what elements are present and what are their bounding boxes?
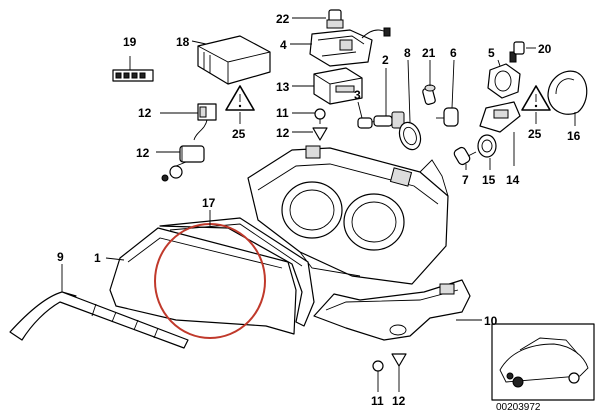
callout-6: 6 — [450, 46, 457, 60]
part-8-ring[interactable] — [396, 119, 424, 152]
callout-23: 21 — [422, 46, 436, 60]
part-21-label — [112, 69, 154, 82]
callout-25-right: 25 — [528, 127, 542, 141]
part-19-gasket[interactable] — [159, 217, 315, 327]
leader-lines — [61, 17, 576, 392]
callout-11-lower: 11 — [371, 394, 384, 408]
callout-17: 15 — [482, 173, 496, 187]
callout-8: 8 — [404, 46, 411, 60]
part-5-socket[interactable] — [487, 51, 521, 99]
callout-5: 5 — [488, 46, 495, 60]
part-25-warning-label-left — [225, 85, 255, 111]
callout-1: 1 — [94, 251, 101, 265]
callout-15: 13 — [276, 80, 290, 94]
callout-3: 3 — [354, 88, 361, 102]
part-9-trim-strip[interactable] — [9, 291, 189, 349]
callout-18: 16 — [567, 129, 581, 143]
part-20-box[interactable] — [197, 35, 271, 85]
part-4-bracket[interactable] — [309, 27, 391, 67]
diagram-number: 00203972 — [496, 402, 541, 413]
car-location-inset — [491, 323, 595, 401]
callout-4: 4 — [280, 38, 287, 52]
headlight-housing[interactable] — [247, 145, 449, 285]
part-1-lens[interactable] — [109, 227, 297, 335]
callout-19: 17 — [202, 196, 216, 210]
part-17-socket[interactable] — [477, 134, 497, 158]
part-10-bracket[interactable] — [313, 279, 471, 341]
callout-11-upper: 11 — [276, 106, 289, 120]
part-22-plug[interactable] — [513, 41, 525, 55]
callout-14: 12 — [138, 106, 152, 120]
part-16-bracket[interactable] — [479, 101, 521, 133]
part-14-connector[interactable] — [193, 103, 217, 141]
part-13-bulb[interactable] — [161, 145, 205, 182]
part-18-cap[interactable] — [547, 70, 588, 115]
part-12-upper-nut[interactable] — [312, 127, 328, 141]
callout-10: 10 — [484, 314, 498, 328]
callout-21: 19 — [123, 35, 137, 49]
callout-22: 20 — [538, 42, 552, 56]
part-7-bulb[interactable] — [453, 146, 477, 166]
callout-25-left: 25 — [232, 127, 246, 141]
callout-12-lower: 12 — [392, 394, 406, 408]
callout-24: 22 — [276, 12, 290, 26]
part-6-bulb[interactable] — [436, 107, 459, 127]
callout-2: 2 — [382, 53, 389, 67]
part-25-warning-label-right — [521, 85, 551, 111]
part-24-socket[interactable] — [326, 9, 344, 29]
part-11-upper-screw[interactable] — [314, 108, 326, 124]
part-15-ballast[interactable] — [313, 67, 363, 105]
callout-12-upper: 12 — [276, 126, 290, 140]
part-23-bulb[interactable] — [422, 84, 436, 105]
callout-20: 18 — [176, 35, 190, 49]
callout-9: 9 — [57, 250, 64, 264]
callout-7: 7 — [462, 173, 469, 187]
part-11-lower-screw[interactable] — [372, 360, 384, 377]
callout-16: 14 — [506, 173, 520, 187]
part-2-bulb[interactable] — [373, 111, 405, 129]
callout-13: 12 — [136, 146, 150, 160]
part-12-lower-nut[interactable] — [391, 353, 407, 367]
